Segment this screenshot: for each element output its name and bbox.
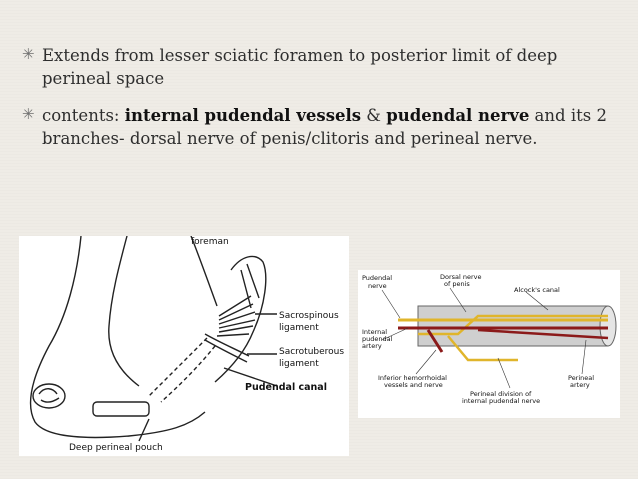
- sacrum-outline: [214, 255, 267, 383]
- inferior-hemorrhoidal-artery-line: [426, 329, 444, 353]
- anal-shape: [32, 383, 66, 409]
- label-perineal-division: Perineal division of: [470, 390, 532, 398]
- label-perineal-artery: artery: [570, 381, 590, 389]
- label-sacrospinous-ligament: ligament: [279, 323, 319, 333]
- canal-drawing: Pudendal nerve Dorsal nerve of penis Alc…: [362, 273, 617, 405]
- label-internal-pudendal-nerve: internal pudendal nerve: [462, 397, 540, 405]
- label-dorsal-nerve: Dorsal nerve: [440, 273, 482, 281]
- perineal-artery-line: [477, 328, 609, 340]
- dorsal-nerve-line: [418, 314, 608, 336]
- label-foreman: foreman: [191, 237, 229, 247]
- pointer-lines: [138, 313, 278, 442]
- canal-tube: [417, 305, 609, 347]
- label-pudendal-2: pudendal: [362, 335, 393, 343]
- label-of-penis: of penis: [444, 280, 470, 288]
- bullet-item: ✳ Extends from lesser sciatic foramen to…: [22, 44, 622, 90]
- label-nerve: nerve: [368, 282, 387, 290]
- label-pudendal-canal: Pudendal canal: [245, 382, 327, 393]
- ampersand: &: [361, 106, 387, 125]
- ischium-outline: [108, 236, 140, 387]
- label-sacrospinous: Sacrospinous: [279, 311, 339, 321]
- bullet-suffix: and its 2 branches- dorsal nerve of peni…: [42, 106, 607, 148]
- label-pointers: [381, 287, 587, 389]
- anal-swirl: [38, 388, 60, 403]
- deep-pouch-shape: [92, 401, 150, 417]
- bold-term-vessels: internal pudendal vessels: [124, 106, 362, 125]
- label-perineal: Perineal: [568, 374, 594, 382]
- label-internal: Internal: [362, 328, 387, 336]
- canal-dashed-2: [148, 337, 208, 397]
- bullet-prefix: contents:: [42, 106, 125, 125]
- pelvis-drawing: foreman Sacrospinous ligament Sacrotuber…: [29, 236, 344, 453]
- pelvis-diagram: foreman Sacrospinous ligament Sacrotuber…: [19, 236, 349, 456]
- foramen-edge: [190, 236, 218, 307]
- coccyx-lines: [240, 263, 260, 309]
- asterisk-bullet-icon: ✳: [22, 45, 35, 63]
- label-pudendal: Pudendal: [362, 274, 392, 282]
- bullet-item: ✳ contents: internal pudendal vessels & …: [22, 104, 622, 150]
- bullet-text: Extends from lesser sciatic foramen to p…: [42, 46, 558, 88]
- label-vessels-and-nerve: vessels and nerve: [384, 381, 443, 389]
- label-inferior-hemorrhoidal: Inferior hemorrhoidal: [378, 374, 447, 382]
- label-deep-perineal-pouch: Deep perineal pouch: [69, 443, 163, 453]
- label-sacrotuberous: Sacrotuberous: [279, 347, 344, 357]
- label-artery: artery: [362, 342, 382, 350]
- pudendal-canal-diagram: Pudendal nerve Dorsal nerve of penis Alc…: [358, 270, 620, 418]
- label-alcocks-canal: Alcock's canal: [514, 286, 560, 294]
- canal-dashed-1: [160, 345, 216, 403]
- sacrotuberous-ligament: [204, 333, 250, 363]
- asterisk-bullet-icon: ✳: [22, 105, 35, 123]
- bold-term-nerve: pudendal nerve: [386, 106, 530, 125]
- sacrospinous-ligament: [216, 295, 256, 337]
- perineal-nerve-line: [447, 335, 518, 362]
- bone-outline: [29, 236, 206, 439]
- canal-end: [599, 305, 617, 347]
- bullet-list: ✳ Extends from lesser sciatic foramen to…: [22, 44, 622, 164]
- label-sacrotuberous-ligament: ligament: [279, 359, 319, 369]
